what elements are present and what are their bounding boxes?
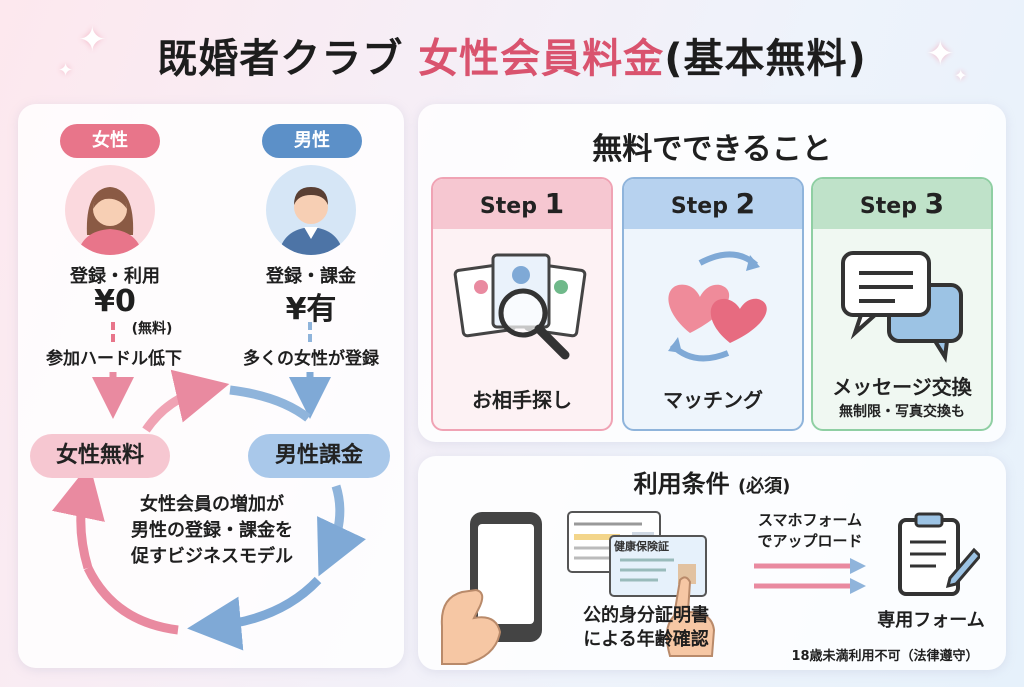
step-heading: Step 3 <box>813 179 991 229</box>
female-free-badge: 女性無料 <box>30 434 170 478</box>
step-card-1: Step 1 お相手探し <box>431 177 613 431</box>
step-heading: Step 1 <box>433 179 611 229</box>
step-word: Step <box>479 194 537 219</box>
step-label: メッセージ交換 <box>832 375 972 399</box>
form-label: 専用フォーム <box>877 610 985 631</box>
sparkle-icon: ✦ <box>954 66 968 85</box>
step-number: 2 <box>735 187 756 220</box>
step-label: マッチング <box>663 388 763 412</box>
page-title: 既婚者クラブ 女性会員料金(基本無料) <box>0 26 1024 84</box>
female-price-note: (無料) <box>131 321 173 337</box>
female-pill: 女性 <box>60 124 160 158</box>
step-card-2: Step 2 マッチング <box>622 177 804 431</box>
title-main: 既婚者クラブ <box>157 36 404 82</box>
id-card-icon <box>567 511 716 657</box>
age-restriction-note: 18歳未満利用不可（法律遵守） <box>791 649 979 664</box>
step-word: Step <box>859 194 917 219</box>
id-label-line: による年齢確認 <box>583 629 709 650</box>
clipboard-form-icon <box>898 512 980 596</box>
step-sub-label: 無制限・写真交換も <box>839 404 965 420</box>
sparkle-icon: ✦ <box>926 34 955 74</box>
business-model-text: 女性会員の増加が 男性の登録・課金を 促すビジネスモデル <box>112 492 312 570</box>
step-heading: Step 2 <box>624 179 802 229</box>
id-label-line: 公的身分証明書 <box>583 605 709 626</box>
upload-label-line: でアップロード <box>757 532 863 550</box>
center-text-line: 促すビジネスモデル <box>131 546 293 567</box>
matching-hearts-icon <box>668 251 767 362</box>
male-action: 登録・課金 <box>266 266 356 287</box>
conditions-heading: 利用条件 (必須) <box>418 464 1006 499</box>
female-action: 登録・利用 <box>70 266 160 287</box>
step-number: 3 <box>924 187 945 220</box>
chat-bubbles-icon <box>841 251 963 363</box>
upload-arrows <box>754 558 866 594</box>
step-label: お相手探し <box>472 388 572 412</box>
sparkle-icon: ✦ <box>58 60 74 81</box>
center-text-line: 男性の登録・課金を <box>131 520 293 541</box>
conditions-heading-main: 利用条件 <box>633 470 730 498</box>
upload-label-line: スマホフォーム <box>757 511 863 529</box>
profile-search-icon <box>453 253 587 360</box>
male-connector <box>308 322 312 342</box>
upload-label: スマホフォーム でアップロード <box>740 510 880 552</box>
female-avatar-icon <box>65 165 155 255</box>
title-accent: 女性会員料金 <box>418 36 665 82</box>
free-features-heading: 無料でできること <box>592 132 832 167</box>
conditions-heading-sub: (必須) <box>737 476 791 497</box>
step-word: Step <box>670 194 728 219</box>
female-connector <box>111 322 115 342</box>
male-effect: 多くの女性が登録 <box>243 349 379 369</box>
title-suffix: (基本無料) <box>664 36 867 82</box>
sparkle-icon: ✦ <box>78 20 107 60</box>
id-card-title: 健康保険証 <box>614 540 669 553</box>
step-number: 1 <box>544 187 565 220</box>
step-card-3: Step 3 メッセージ交換 無制限・写真交換も <box>811 177 993 431</box>
center-text-line: 女性会員の増加が <box>140 494 284 515</box>
male-pill: 男性 <box>262 124 362 158</box>
female-effect: 参加ハードル低下 <box>46 349 182 369</box>
cycle-arrows <box>52 369 366 651</box>
female-price: ¥0 <box>94 284 136 319</box>
smartphone-icon <box>440 512 542 665</box>
id-label: 公的身分証明書 による年齢確認 <box>556 604 736 652</box>
male-charge-badge: 男性課金 <box>248 434 390 478</box>
male-price: ¥有 <box>285 292 337 327</box>
male-avatar-icon <box>266 165 356 255</box>
